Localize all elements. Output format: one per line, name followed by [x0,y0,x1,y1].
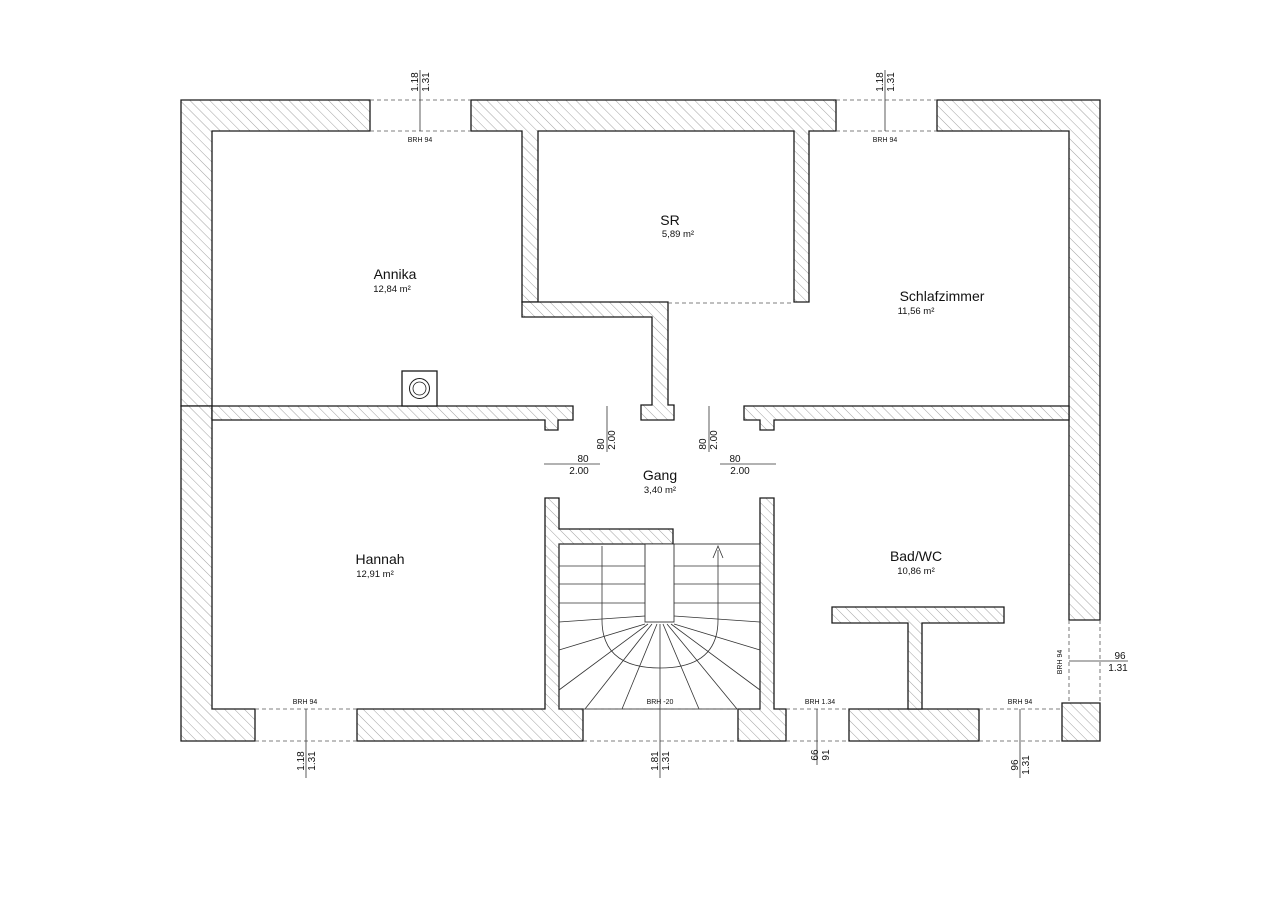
room-area-sr: 5,89 m² [662,229,694,240]
room-area-hannah: 12,91 m² [356,569,394,580]
room-area-gang: 3,40 m² [644,485,676,496]
window-stair-sill: BRH -20 [647,699,674,706]
room-name-bad: Bad/WC [890,548,942,564]
room-name-schlafzimmer: Schlafzimmer [900,288,985,304]
door-schlafzimmer-width: 80 [698,438,709,450]
window-bad-small-width: 66 [810,749,821,761]
wall-top-middle [470,99,837,303]
door-schlafzimmer-height: 2.00 [709,430,720,450]
wall-schlaf-bad [743,405,1070,431]
room-name-hannah: Hannah [355,551,404,567]
wall-stair-left [356,497,674,742]
wall-bottom-corner [1061,702,1101,742]
window-top-right-width: 1.18 [875,72,886,92]
window-bad-right-sill: BRH 94 [1057,650,1064,675]
window-top-left-height: 1.31 [421,72,432,92]
staircase [558,543,761,710]
door-annika-width: 80 [596,438,607,450]
window-bottom-left-width: 1.18 [296,751,307,771]
room-area-annika: 12,84 m² [373,284,411,295]
room-name-sr: SR [660,212,679,228]
window-bad-bottom-sill: BRH 94 [1008,699,1033,706]
room-name-gang: Gang [643,467,677,483]
room-area-schlafzimmer: 11,56 m² [898,306,935,317]
window-stair-height: 1.31 [661,751,672,771]
window-bottom-left-height: 1.31 [307,751,318,771]
window-top-right-height: 1.31 [886,72,897,92]
wall-top-left [180,99,371,407]
door-hannah-width: 80 [577,454,589,465]
window-top-right-sill: BRH 94 [873,137,898,144]
window-bad-bottom-width: 96 [1010,759,1021,771]
wall-bad-partition [831,606,1005,710]
window-top-left-width: 1.18 [410,72,421,92]
wall-annika-hannah [211,405,574,431]
window-bad-right-width: 96 [1114,651,1126,662]
room-name-annika: Annika [374,266,417,282]
room-area-bad: 10,86 m² [897,566,935,577]
window-top-left-sill: BRH 94 [408,137,433,144]
walls [180,99,1101,742]
dimension-lines [305,70,1128,778]
window-bad-small-sill: BRH 1.34 [805,699,835,706]
door-bad-width: 80 [729,454,741,465]
chimney-icon [401,370,438,407]
window-bad-right-height: 1.31 [1108,663,1128,674]
door-hannah-height: 2.00 [569,466,589,477]
door-bad-height: 2.00 [730,466,750,477]
window-bottom-left-sill: BRH 94 [293,699,318,706]
window-bad-bottom-height: 1.31 [1021,755,1032,775]
wall-stair-right [737,497,787,742]
wall-bottom-bad [848,708,980,742]
window-bad-small-height: 91 [821,749,832,761]
door-annika-height: 2.00 [607,430,618,450]
wall-sr-bottom [521,301,675,421]
wall-left-lower [180,405,256,742]
window-stair-width: 1.81 [650,751,661,771]
wall-top-right [936,99,1101,621]
